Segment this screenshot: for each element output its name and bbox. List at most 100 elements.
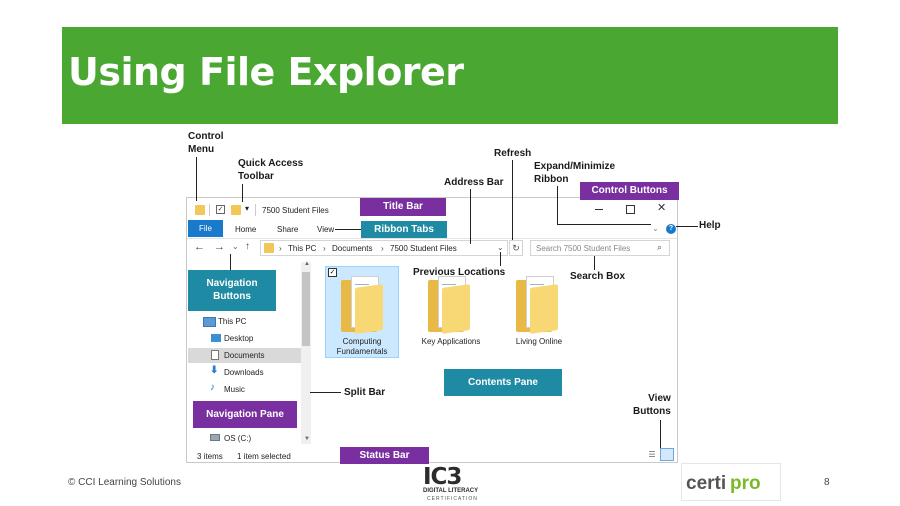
help-icon[interactable]: ? xyxy=(666,224,676,234)
drive-icon xyxy=(210,434,220,441)
address-bar[interactable] xyxy=(260,240,508,256)
ic3-logo-text: IC3 xyxy=(423,464,462,490)
up-arrow-icon[interactable]: ↑ xyxy=(245,241,250,252)
pointer-line xyxy=(557,224,651,225)
label-ribbon-tabs: Ribbon Tabs xyxy=(361,221,447,238)
nav-item-downloads[interactable]: Downloads xyxy=(224,368,264,377)
properties-check-icon[interactable]: ✓ xyxy=(216,205,225,214)
window-title: 7500 Student Files xyxy=(262,206,329,215)
folder-label-living-online[interactable]: Living Online xyxy=(515,337,563,346)
pointer-line xyxy=(230,254,231,270)
address-documents[interactable]: Documents xyxy=(332,244,373,253)
address-this-pc[interactable]: This PC xyxy=(288,244,317,253)
pointer-line xyxy=(594,256,595,270)
pointer-line xyxy=(335,229,361,230)
tab-share[interactable]: Share xyxy=(277,225,299,234)
scroll-down-icon[interactable]: ▼ xyxy=(304,436,310,442)
recent-locations-chevron-icon[interactable]: ⌄ xyxy=(232,242,239,251)
nav-item-documents[interactable]: Documents xyxy=(224,351,265,360)
desktop-icon xyxy=(211,334,221,342)
nav-item-this-pc[interactable]: This PC xyxy=(218,317,247,326)
nav-item-os-c[interactable]: OS (C:) xyxy=(224,434,252,443)
annotation-control-menu: Control Menu xyxy=(188,131,224,155)
slide-title: Using File Explorer xyxy=(68,50,464,94)
ribbon-divider xyxy=(187,238,677,239)
address-sep-icon: › xyxy=(279,244,282,253)
forward-arrow-icon[interactable]: → xyxy=(214,241,225,253)
address-sep-icon: › xyxy=(323,244,326,253)
search-placeholder: Search 7500 Student Files xyxy=(536,244,631,253)
item-checkbox[interactable]: ✓ xyxy=(328,268,337,277)
status-selected-count: 1 item selected xyxy=(237,452,291,461)
nav-item-desktop[interactable]: Desktop xyxy=(224,334,254,343)
address-current-folder[interactable]: 7500 Student Files xyxy=(390,244,457,253)
status-item-count: 3 items xyxy=(197,452,223,461)
folder-icon[interactable] xyxy=(516,276,558,334)
annotation-address-bar: Address Bar xyxy=(444,177,504,188)
ic3-logo: IC3 DIGITAL LITERACY CERTIFICATION xyxy=(419,464,481,506)
back-arrow-icon[interactable]: ← xyxy=(194,241,205,253)
annotation-split-bar: Split Bar xyxy=(344,387,386,398)
address-sep-icon: › xyxy=(381,244,384,253)
music-icon: ♪ xyxy=(210,382,215,393)
customize-qat-icon[interactable]: ▾ xyxy=(245,204,250,213)
annotation-search-box: Search Box xyxy=(570,271,626,282)
control-menu-folder-icon[interactable] xyxy=(195,205,205,215)
certipro-logo: certi pro xyxy=(681,463,781,501)
search-icon[interactable]: ⌕ xyxy=(657,242,663,252)
folder-label-computing-fundamentals[interactable]: Computing Fundamentals xyxy=(336,337,388,356)
certipro-logo-text-b: pro xyxy=(730,473,761,494)
title-banner xyxy=(62,27,838,124)
new-folder-icon[interactable] xyxy=(231,205,241,215)
documents-icon xyxy=(211,350,219,360)
folder-icon[interactable] xyxy=(428,276,470,334)
label-control-buttons: Control Buttons xyxy=(580,182,679,200)
nav-scrollbar[interactable] xyxy=(301,262,311,444)
label-title-bar: Title Bar xyxy=(360,198,446,216)
details-view-icon[interactable]: ☰ xyxy=(648,450,656,459)
minimize-icon[interactable] xyxy=(595,209,603,210)
refresh-icon[interactable]: ↻ xyxy=(509,240,523,256)
tab-file[interactable]: File xyxy=(188,220,223,237)
annotation-quick-access-toolbar: Quick Access Toolbar xyxy=(238,158,304,182)
maximize-icon[interactable] xyxy=(626,205,635,214)
title-separator xyxy=(255,204,256,216)
annotation-expand-minimize-ribbon: Expand/Minimize Ribbon xyxy=(534,161,616,185)
label-navigation-buttons: Navigation Buttons xyxy=(188,270,276,311)
annotation-view-buttons: View Buttons xyxy=(633,393,671,417)
this-pc-icon xyxy=(203,317,216,327)
pointer-line xyxy=(500,252,501,266)
copyright-text: © CCI Learning Solutions xyxy=(68,477,181,488)
label-navigation-pane: Navigation Pane xyxy=(193,401,297,428)
ic3-logo-subtitle: DIGITAL LITERACY xyxy=(423,488,479,494)
search-box[interactable] xyxy=(530,240,670,256)
folder-icon[interactable] xyxy=(341,276,383,334)
previous-locations-chevron-icon[interactable]: ⌄ xyxy=(497,243,504,252)
expand-ribbon-chevron-icon[interactable]: ⌄ xyxy=(652,224,659,233)
address-folder-icon xyxy=(264,243,274,253)
nav-item-music[interactable]: Music xyxy=(224,385,245,394)
annotation-previous-locations: Previous Locations xyxy=(413,267,506,278)
annotation-refresh: Refresh xyxy=(494,148,532,159)
pointer-line xyxy=(470,189,471,244)
folder-label-key-applications[interactable]: Key Applications xyxy=(421,337,481,346)
pointer-line xyxy=(242,184,243,202)
pointer-line xyxy=(676,226,698,227)
scroll-up-icon[interactable]: ▲ xyxy=(304,261,310,267)
pointer-line xyxy=(557,186,558,224)
certipro-logo-text-a: certi xyxy=(686,473,727,494)
qat-separator xyxy=(209,204,210,216)
close-icon[interactable]: ✕ xyxy=(657,202,667,214)
tab-home[interactable]: Home xyxy=(235,225,257,234)
pointer-line xyxy=(310,392,341,393)
annotation-help: Help xyxy=(699,220,721,231)
page-number: 8 xyxy=(824,477,830,488)
tab-view[interactable]: View xyxy=(317,225,335,234)
pointer-line xyxy=(512,160,513,240)
ic3-logo-subtitle2: CERTIFICATION xyxy=(427,496,478,502)
label-status-bar: Status Bar xyxy=(340,447,429,464)
nav-scrollbar-thumb[interactable] xyxy=(302,272,310,346)
pointer-line xyxy=(660,420,661,448)
large-icons-view-icon[interactable] xyxy=(660,448,674,461)
pointer-line xyxy=(196,157,197,201)
